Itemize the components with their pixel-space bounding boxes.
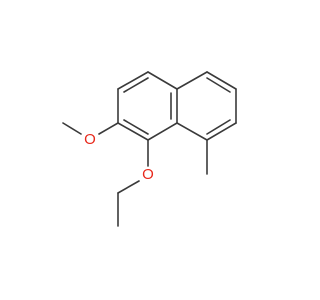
methoxy-oxygen-atom: O [84, 131, 96, 148]
bond-c4-c4a [147, 71, 178, 90]
bond-c8a-c1 [147, 122, 178, 141]
bond-c4a-c5 [176, 71, 208, 90]
bond-c5-c6-double [206, 77, 231, 93]
bond-c7-c8-double [206, 119, 231, 135]
ethoxy-oxygen-label: O [142, 166, 154, 183]
bond-c3-c4-double [123, 77, 149, 93]
ethoxy-oxygen-atom: O [142, 166, 154, 183]
methoxy-oxygen-label: O [84, 131, 96, 148]
bond-c8-c8a [176, 122, 208, 141]
bonds [62, 71, 237, 227]
bond-o-ch3-methoxy [62, 122, 82, 135]
bond-c1-c2-double [123, 119, 149, 135]
bond-c5-c6 [206, 71, 237, 90]
bond-c1-c2 [117, 122, 149, 141]
molecule-structure-diagram: O O [62, 71, 237, 227]
bond-c3-c4 [117, 71, 149, 90]
bond-o-ch2-ethoxy [117, 180, 140, 194]
bond-c2-o-methoxy [98, 122, 119, 135]
bond-c7-c8 [206, 122, 237, 141]
atom-labels: O O [84, 131, 154, 183]
